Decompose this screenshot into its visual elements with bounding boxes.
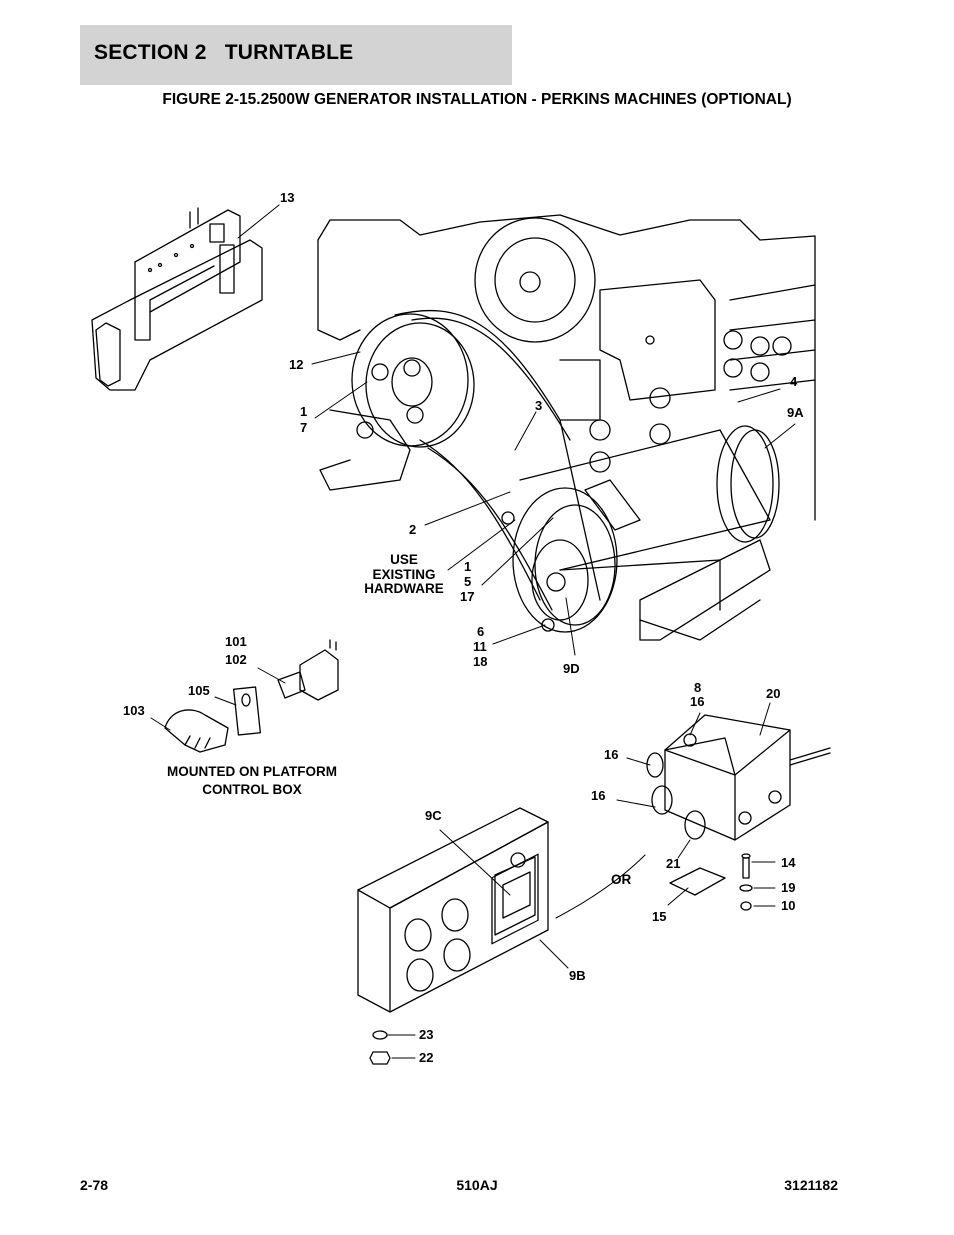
callout-7: 7 xyxy=(300,420,307,435)
callout-6: 6 xyxy=(477,624,484,639)
callout-19: 19 xyxy=(781,880,795,895)
toggle-switch-illustration xyxy=(164,639,339,753)
section-title: SECTION 2 TURNTABLE xyxy=(94,41,354,64)
callout-23: 23 xyxy=(419,1027,433,1042)
note-line: CONTROL BOX xyxy=(202,782,302,797)
mounting-bracket-illustration xyxy=(91,207,263,391)
callout-16-top: 16 xyxy=(690,694,704,709)
callout-9d: 9D xyxy=(563,661,580,676)
note-line: USE xyxy=(390,552,418,567)
callout-105: 105 xyxy=(188,683,210,698)
note-line: EXISTING xyxy=(372,567,435,582)
callout-103: 103 xyxy=(123,703,145,718)
callout-16-mid: 16 xyxy=(604,747,618,762)
note-or: OR xyxy=(611,872,632,887)
hardware-illustration xyxy=(669,853,753,911)
page-number: 2-78 xyxy=(80,1177,109,1193)
document-number: 3121182 xyxy=(784,1177,838,1193)
callout-11: 11 xyxy=(473,639,487,654)
callout-102: 102 xyxy=(225,652,247,667)
generator-pulley-illustration xyxy=(501,479,641,633)
callout-17: 17 xyxy=(460,589,474,604)
callout-101: 101 xyxy=(225,634,247,649)
note-line: HARDWARE xyxy=(364,581,444,596)
callout-22: 22 xyxy=(419,1050,433,1065)
crank-pulley-illustration xyxy=(351,313,475,448)
junction-box-illustration xyxy=(646,714,831,841)
callout-9b: 9B xyxy=(569,968,586,983)
callout-1-upper: 1 xyxy=(300,404,307,419)
callout-16-low: 16 xyxy=(591,788,605,803)
callout-18: 18 xyxy=(473,654,487,669)
callout-20: 20 xyxy=(766,686,780,701)
callout-9a: 9A xyxy=(787,405,804,420)
callout-14: 14 xyxy=(781,855,796,870)
callout-21: 21 xyxy=(666,856,680,871)
leader-lines xyxy=(150,204,796,1059)
note-mounted-on-platform: MOUNTED ON PLATFORM CONTROL BOX xyxy=(167,764,337,797)
note-line: MOUNTED ON PLATFORM xyxy=(167,764,337,779)
figure-title: FIGURE 2-15.2500W GENERATOR INSTALLATION… xyxy=(162,91,792,108)
callout-3: 3 xyxy=(535,398,542,413)
callout-2: 2 xyxy=(409,522,416,537)
outlet-box-illustration xyxy=(357,807,549,1065)
callout-15: 15 xyxy=(652,909,666,924)
generator-illustration xyxy=(519,425,780,641)
callout-1-lower: 1 xyxy=(464,559,471,574)
callout-8: 8 xyxy=(694,680,701,695)
callout-4: 4 xyxy=(790,374,798,389)
upper-pulley-illustration xyxy=(474,217,596,343)
note-use-existing-hardware: USE EXISTING HARDWARE xyxy=(364,552,444,596)
callout-12: 12 xyxy=(289,357,303,372)
v-belt-illustration xyxy=(394,309,601,611)
callout-5: 5 xyxy=(464,574,471,589)
callout-9c: 9C xyxy=(425,808,442,823)
section-banner: SECTION 2 TURNTABLE xyxy=(80,25,512,85)
engine-block-illustration xyxy=(317,214,816,521)
model-name: 510AJ xyxy=(456,1177,498,1193)
callout-10: 10 xyxy=(781,898,795,913)
callout-13: 13 xyxy=(280,190,294,205)
